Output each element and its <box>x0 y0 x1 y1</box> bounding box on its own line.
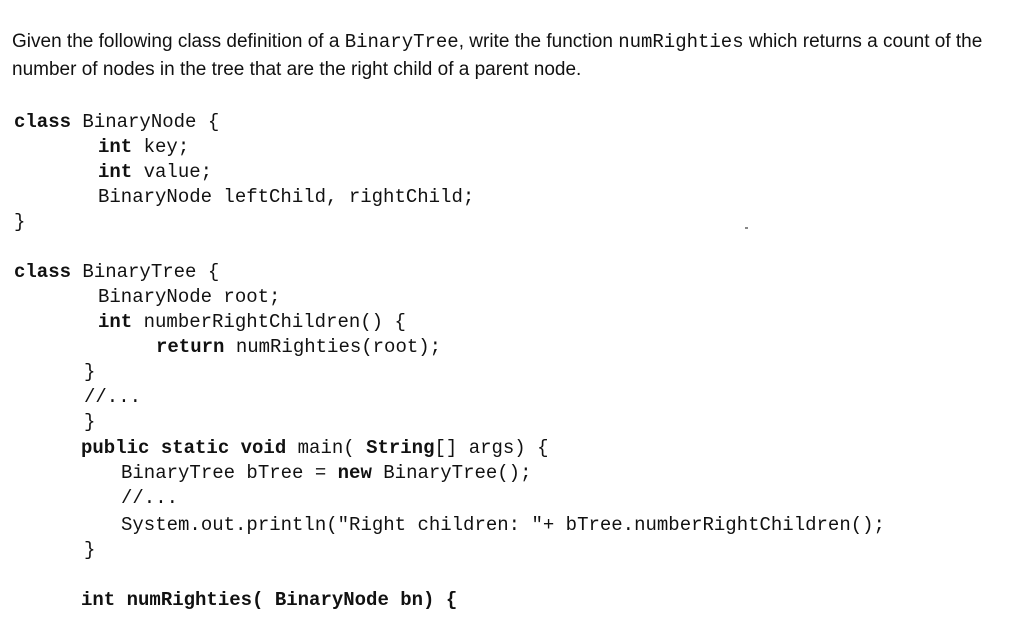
keyword-string: String <box>366 437 435 459</box>
code-line-9: return numRighties(root); <box>156 335 441 359</box>
problem-statement: Given the following class definition of … <box>12 28 1012 84</box>
code-line-15: //... <box>121 487 179 509</box>
code-line-16: System.out.println("Right children: "+ b… <box>121 514 885 536</box>
keyword-public-static-void: public static void <box>81 437 287 459</box>
keyword-class: class <box>14 261 72 283</box>
code-line-7: BinaryNode root; <box>98 286 281 308</box>
code-line-13: public static void main( String[] args) … <box>81 436 549 460</box>
code-line-14: BinaryTree bTree = new BinaryTree(); <box>121 461 532 485</box>
code-line-6: class BinaryTree { <box>14 260 219 284</box>
code-line-18: int numRighties( BinaryNode bn) { <box>81 589 458 611</box>
code-line-17: } <box>84 539 96 561</box>
class-name-inline: BinaryTree <box>344 31 459 53</box>
code-line-3: int value; <box>98 160 212 184</box>
code-line-1: class BinaryNode { <box>14 110 219 134</box>
code-text: BinaryTree(); <box>371 462 532 484</box>
code-line-8: int numberRightChildren() { <box>98 310 406 334</box>
statement-text-1: Given the following class definition of … <box>12 31 345 52</box>
code-line-12: } <box>84 411 96 433</box>
code-text: numRighties(root); <box>224 336 442 358</box>
statement-text-2: , write the function <box>458 31 619 52</box>
function-name-inline: numRighties <box>618 31 744 53</box>
keyword-new: new <box>337 462 372 484</box>
code-line-10: } <box>84 361 96 383</box>
code-line-4: BinaryNode leftChild, rightChild; <box>98 186 475 208</box>
code-text: numberRightChildren() { <box>132 311 406 333</box>
keyword-int: int <box>98 136 133 158</box>
code-text: value; <box>132 161 213 183</box>
scan-speck <box>745 227 748 229</box>
keyword-class: class <box>14 111 72 133</box>
code-text: [] args) { <box>434 437 549 459</box>
code-text: BinaryTree bTree = <box>121 462 338 484</box>
keyword-int: int <box>98 161 133 183</box>
keyword-int: int <box>98 311 133 333</box>
code-text: BinaryTree { <box>71 261 220 283</box>
code-line-11: //... <box>84 386 142 408</box>
keyword-return: return <box>156 336 225 358</box>
code-text: key; <box>132 136 190 158</box>
statement-text-3: which returns a count of the number of n… <box>12 31 983 80</box>
code-line-5: } <box>14 211 26 233</box>
code-text: main( <box>286 437 367 459</box>
code-text: BinaryNode { <box>71 111 220 133</box>
code-line-2: int key; <box>98 135 189 159</box>
